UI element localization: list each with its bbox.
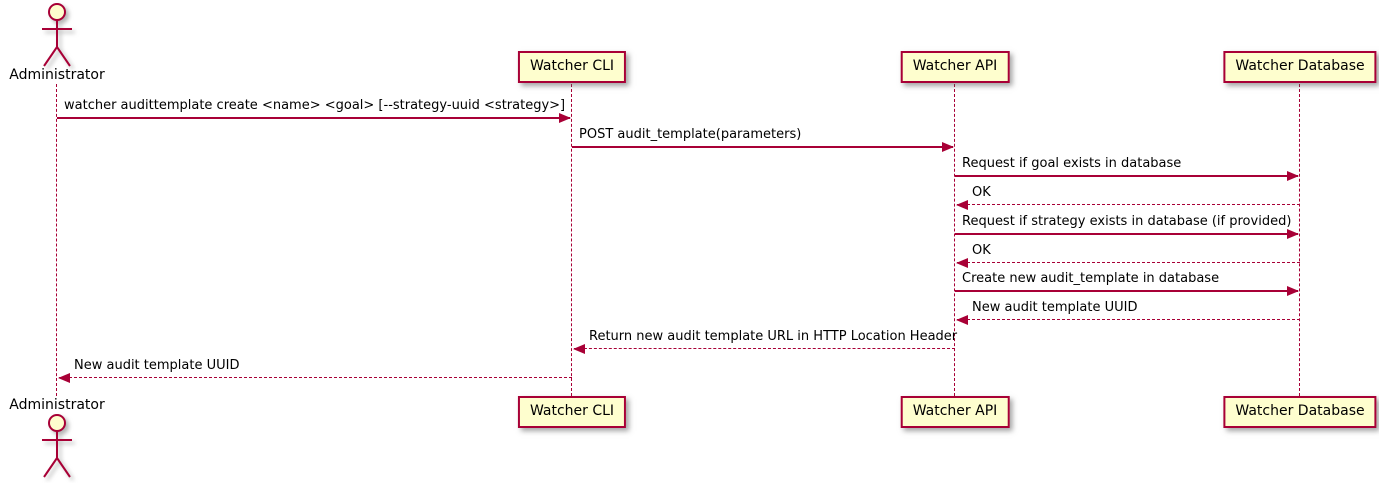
message-label-3: Request if goal exists in database	[962, 156, 1182, 171]
message-arrowhead-9	[573, 344, 585, 354]
message-line-1	[57, 117, 570, 119]
message-line-4	[957, 204, 1300, 205]
message-arrowhead-1	[559, 113, 571, 123]
message-label-1: watcher audittemplate create <name> <goa…	[64, 98, 566, 113]
lifeline-watcher-database	[1299, 84, 1300, 396]
lifeline-administrator	[56, 84, 57, 396]
actor-person-icon	[42, 3, 72, 67]
message-line-3	[955, 175, 1298, 177]
message-arrowhead-8	[956, 315, 968, 325]
message-line-5	[955, 233, 1298, 235]
message-arrowhead-2	[942, 142, 954, 152]
message-arrowhead-7	[1287, 286, 1299, 296]
message-arrowhead-5	[1287, 229, 1299, 239]
message-arrowhead-3	[1287, 171, 1299, 181]
actor-administrator-label-bottom: Administrator	[9, 397, 105, 413]
message-label-7: Create new audit_template in database	[962, 271, 1220, 286]
message-label-9: Return new audit template URL in HTTP Lo…	[589, 329, 958, 344]
participant-box-watcher-cli-bottom: Watcher CLI	[517, 396, 627, 428]
actor-administrator-label-top: Administrator	[9, 67, 105, 83]
participant-box-watcher-api-bottom: Watcher API	[900, 396, 1010, 428]
participant-box-watcher-cli-top: Watcher CLI	[517, 51, 627, 83]
participant-box-watcher-database-top: Watcher Database	[1223, 51, 1377, 83]
message-line-6	[957, 262, 1300, 263]
message-line-9	[574, 348, 955, 349]
message-label-8: New audit template UUID	[972, 300, 1138, 315]
lifeline-watcher-cli	[571, 84, 572, 396]
actor-administrator-figure-top	[35, 2, 79, 68]
message-label-5: Request if strategy exists in database (…	[962, 214, 1292, 229]
message-label-6: OK	[972, 243, 991, 258]
message-arrowhead-6	[956, 258, 968, 268]
lifeline-watcher-api	[954, 84, 955, 396]
actor-administrator-figure-bottom	[35, 413, 79, 479]
message-line-2	[572, 146, 953, 148]
message-label-10: New audit template UUID	[74, 358, 240, 373]
message-line-7	[955, 290, 1298, 292]
message-label-2: POST audit_template(parameters)	[579, 127, 802, 142]
message-line-8	[957, 319, 1300, 320]
message-line-10	[59, 377, 572, 378]
participant-box-watcher-database-bottom: Watcher Database	[1223, 396, 1377, 428]
message-label-4: OK	[972, 185, 991, 200]
participant-box-watcher-api-top: Watcher API	[900, 51, 1010, 83]
message-arrowhead-10	[58, 373, 70, 383]
actor-person-icon	[42, 414, 72, 478]
message-arrowhead-4	[956, 200, 968, 210]
